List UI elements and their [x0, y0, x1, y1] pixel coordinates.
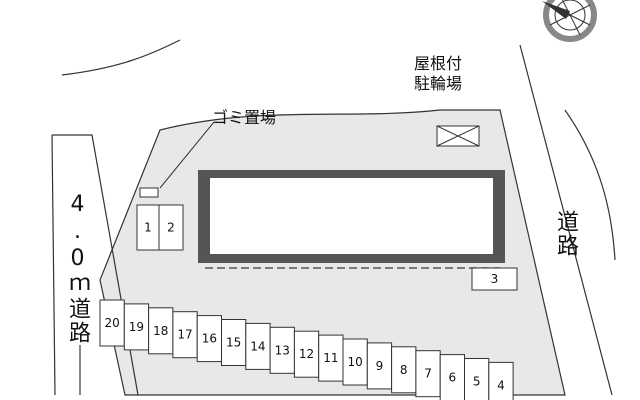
- parking-space-18-number: 18: [153, 324, 168, 338]
- parking-space-19: 19: [123, 303, 150, 351]
- parking-space-15-number: 15: [226, 336, 241, 350]
- parking-space-4-number: 4: [497, 378, 505, 392]
- parking-space-3-number: 3: [491, 272, 499, 286]
- parking-space-14-number: 14: [250, 339, 265, 353]
- parking-space-3: 3: [471, 267, 518, 291]
- road-edge-left-inner: [51, 134, 56, 396]
- parking-space-13: 13: [269, 326, 295, 374]
- parking-space-7: 7: [415, 350, 441, 398]
- road-edge-right-bank: [564, 109, 616, 261]
- parking-space-10: 10: [342, 338, 368, 386]
- parking-space-2-number: 2: [167, 221, 175, 235]
- apartment-building: [198, 170, 505, 263]
- road-label-left: 4.0ｍ道路: [65, 192, 90, 345]
- parking-space-17: 17: [172, 311, 198, 359]
- bicycle-parking-label-line1: 屋根付: [414, 54, 463, 73]
- parking-space-15: 15: [221, 319, 247, 366]
- road-label-right: 道路: [553, 210, 578, 258]
- parking-space-19-number: 19: [129, 320, 144, 334]
- parking-space-5: 5: [464, 358, 490, 400]
- parking-space-12-number: 12: [299, 347, 314, 361]
- parking-space-2: 2: [158, 204, 184, 251]
- road-edge-top: [61, 39, 181, 76]
- parking-space-7-number: 7: [424, 367, 432, 381]
- parking-space-16: 16: [196, 315, 222, 363]
- parking-space-12: 12: [293, 330, 320, 378]
- road-edge-right-outer: [519, 44, 613, 396]
- garbage-leader: [159, 121, 215, 189]
- parking-space-14: 14: [245, 322, 271, 370]
- parking-space-20-number: 20: [105, 316, 120, 330]
- parking-space-13-number: 13: [275, 343, 290, 357]
- parking-space-1: 1: [136, 204, 160, 251]
- parking-space-9-number: 9: [376, 359, 384, 373]
- compass-rose-icon: [542, 0, 597, 42]
- bicycle-parking-box: [436, 125, 480, 147]
- parking-space-10-number: 10: [348, 355, 363, 369]
- parking-space-8: 8: [391, 346, 417, 394]
- parking-space-9: 9: [366, 342, 393, 390]
- parking-space-11-number: 11: [323, 351, 338, 365]
- parking-space-18: 18: [148, 307, 174, 355]
- bicycle-parking-label-line2: 駐輪場: [414, 74, 463, 93]
- parking-space-17-number: 17: [177, 328, 192, 342]
- parking-space-4: 4: [488, 361, 514, 400]
- parking-space-16-number: 16: [202, 332, 217, 346]
- parking-space-20: 20: [99, 299, 125, 347]
- parking-space-6-number: 6: [449, 371, 457, 385]
- garbage-area-box: [139, 187, 159, 198]
- parking-space-5-number: 5: [473, 375, 481, 389]
- parking-space-8-number: 8: [400, 363, 408, 377]
- parking-space-11: 11: [318, 334, 344, 382]
- parking-space-1-number: 1: [144, 221, 152, 235]
- garbage-area-label: ゴミ置場: [212, 108, 277, 127]
- parking-space-6: 6: [439, 354, 466, 400]
